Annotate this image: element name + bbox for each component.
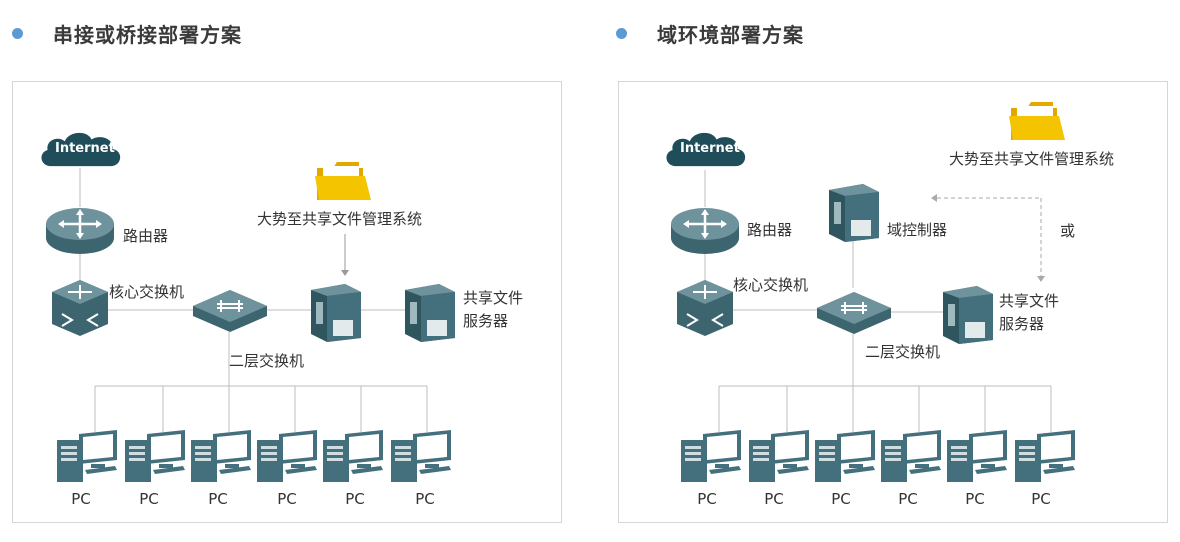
access-switch-icon — [817, 291, 891, 335]
router-label: 路由器 — [747, 221, 793, 239]
arrow-left-icon — [931, 194, 937, 202]
access-switch-label: 二层交换机 — [229, 352, 305, 370]
pc-label: PC — [139, 490, 159, 508]
pc-icon — [815, 430, 875, 482]
mgmt-system-label: 大势至共享文件管理系统 — [257, 210, 423, 228]
pc-label: PC — [898, 490, 918, 508]
access-switch-icon — [193, 289, 267, 333]
file-server-icon — [405, 284, 455, 342]
diagram-canvas-left — [41, 132, 455, 482]
mgmt-system-label: 大势至共享文件管理系统 — [949, 150, 1115, 168]
domain-controller-icon — [829, 184, 879, 242]
bullet-dot — [616, 27, 627, 39]
pc-icon — [391, 430, 451, 482]
access-switch-label: 二层交换机 — [865, 343, 941, 361]
pc-icon — [881, 430, 941, 482]
bullet-dot — [12, 27, 23, 39]
pc-icon — [191, 430, 251, 482]
pc-label: PC — [697, 490, 717, 508]
pc-label: PC — [277, 490, 297, 508]
pc-icon — [323, 430, 383, 482]
folder-icon — [1009, 102, 1065, 140]
file-server-label-1: 共享文件 — [999, 292, 1060, 310]
internet-label: Internet — [55, 141, 115, 156]
pc-label: PC — [831, 490, 851, 508]
pc-label: PC — [764, 490, 784, 508]
core-switch-label: 核心交换机 — [109, 283, 185, 301]
title-domain: 域环境部署方案 — [657, 22, 804, 47]
core-switch-icon — [677, 280, 733, 336]
core-switch-label: 核心交换机 — [733, 276, 809, 294]
pc-label: PC — [208, 490, 228, 508]
or-label: 或 — [1060, 222, 1076, 240]
internet-label: Internet — [680, 141, 740, 156]
file-server-label-2: 服务器 — [999, 315, 1045, 333]
pc-icon — [125, 430, 185, 482]
domain-controller-label: 域控制器 — [887, 221, 948, 239]
router-label: 路由器 — [123, 227, 169, 245]
pc-icon — [257, 430, 317, 482]
router-icon — [45, 206, 115, 256]
file-server-label-1: 共享文件 — [463, 289, 524, 307]
pc-label: PC — [965, 490, 985, 508]
management-server-icon — [311, 284, 361, 342]
arrow-down-icon — [341, 270, 349, 276]
core-switch-icon — [52, 280, 108, 336]
file-server-icon — [943, 286, 993, 344]
file-server-label-2: 服务器 — [463, 312, 509, 330]
pc-label: PC — [1031, 490, 1051, 508]
title-serial-bridge: 串接或桥接部署方案 — [53, 22, 242, 47]
pc-icon — [681, 430, 741, 482]
pc-icon — [947, 430, 1007, 482]
pc-label: PC — [345, 490, 365, 508]
folder-icon — [315, 162, 371, 200]
diagram-panel-left: Internet 路由器 核心交换机 二层交换机 大势至共享文件管理系统 共享文… — [12, 81, 562, 523]
pc-label: PC — [415, 490, 435, 508]
router-icon — [670, 206, 740, 256]
diagram-canvas-right — [666, 102, 1075, 482]
arrow-down-icon — [1037, 276, 1045, 282]
pc-label: PC — [71, 490, 91, 508]
pc-icon — [749, 430, 809, 482]
pc-icon — [1015, 430, 1075, 482]
pc-icon — [57, 430, 117, 482]
section-title-right: 域环境部署方案 — [616, 18, 804, 48]
section-title-left: 串接或桥接部署方案 — [12, 18, 242, 48]
diagram-panel-right: Internet 路由器 核心交换机 二层交换机 域控制器 大势至共享文件管理系… — [618, 81, 1168, 523]
